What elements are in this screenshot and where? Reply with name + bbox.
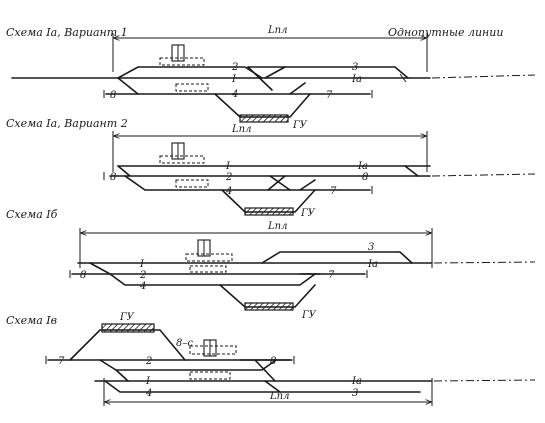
track-label-8c: 8–с (176, 338, 193, 349)
crossover-1 (254, 359, 276, 382)
hump-yard (244, 302, 294, 311)
track-1-link (115, 369, 129, 382)
track-label-8: 8 (110, 172, 116, 183)
single-track-continuation (431, 74, 536, 79)
platform-2 (189, 265, 227, 273)
track-label-4: 4 (231, 89, 238, 100)
scheme-1b: Схема Iб Lпл ГУ 3 I Iа 2 7 4 8 (6, 208, 536, 321)
hump-label: ГУ (300, 208, 316, 219)
track-2 (117, 66, 263, 79)
track-label-1a: Iа (367, 259, 378, 270)
single-track-lines-label: Однопутные линии (388, 26, 503, 39)
dimension-label: Lпл (269, 391, 289, 402)
track-label-1a: Iа (351, 74, 362, 85)
track-label-1a: Iа (357, 161, 368, 172)
crossover-2 (264, 380, 281, 393)
track-label-4: 4 (145, 388, 152, 399)
platform-1 (189, 345, 237, 355)
crossover-2 (267, 175, 286, 191)
platform-length-dimension: Lпл (103, 378, 433, 406)
platform-1 (159, 57, 205, 66)
crossover-2 (264, 66, 286, 79)
track-1-entry (117, 165, 131, 177)
track-label-8: 8 (110, 90, 116, 101)
hump-approach (69, 329, 186, 361)
platform-2 (175, 83, 209, 92)
platform-2 (189, 371, 231, 380)
track-label-4: 4 (139, 281, 146, 292)
track-label-2: 2 (139, 270, 146, 281)
dimension-label: Lпл (267, 221, 287, 232)
platform-length-dimension: Lпл (112, 124, 428, 172)
track-4 (104, 380, 421, 393)
track-label-7: 7 (326, 90, 333, 101)
platform-2 (175, 179, 209, 188)
track-label-1: I (139, 259, 145, 270)
track-label-8: 8 (270, 356, 276, 367)
platform-1 (159, 155, 205, 164)
scheme-caption: Схема Iв (6, 314, 57, 327)
track-label-7: 7 (328, 270, 335, 281)
single-track-continuation (431, 173, 536, 177)
track-label-2: 2 (225, 172, 232, 183)
hump-yard (101, 323, 155, 333)
signal-mark (399, 73, 407, 83)
track-label-8: 8 (80, 270, 86, 281)
track-label-3: 3 (352, 388, 358, 399)
crossover-1 (247, 66, 273, 91)
track-3 (247, 66, 409, 79)
track-label-1: I (231, 74, 237, 85)
track-label-7: 7 (330, 186, 337, 197)
hump-label: ГУ (292, 120, 308, 131)
hump-yard (244, 207, 294, 216)
track-label-1: I (225, 161, 231, 172)
track-1a-exit (404, 165, 419, 177)
track-label-1a: Iа (351, 376, 362, 387)
single-track-continuation (433, 261, 536, 264)
track-label-7: 7 (58, 356, 65, 367)
scheme-caption: Схема Iа, Вариант 2 (6, 117, 128, 130)
single-track-continuation (433, 379, 536, 382)
track-3 (261, 251, 413, 264)
scheme-1a-variant-1: Схема Iа, Вариант 1 Однопутные линии Lпл… (6, 25, 536, 131)
track-label-4: 4 (225, 186, 232, 197)
scheme-1a-variant-2: Схема Iа, Вариант 2 Lпл ГУ I Iа 2 8 4 7 (6, 117, 536, 219)
hump-label: ГУ (301, 310, 317, 321)
track-label-1: I (145, 376, 151, 387)
dimension-label: Lпл (231, 124, 251, 135)
crossover-1 (269, 175, 291, 191)
track-label-3: 3 (352, 62, 358, 73)
track-label-2: 2 (145, 356, 152, 367)
track-label-3: 3 (368, 242, 374, 253)
platform-length-dimension: Lпл (112, 25, 428, 72)
scheme-1v: Схема Iв ГУ Lпл 7 2 8–с 8 I Iа 4 (6, 312, 536, 406)
track-4 (109, 273, 316, 286)
hump-label: ГУ (119, 312, 135, 323)
platform-1 (185, 253, 233, 262)
track-2 (99, 359, 277, 371)
track-label-8b: 8 (362, 172, 368, 183)
platform-length-dimension: Lпл (79, 221, 433, 268)
dimension-label: Lпл (267, 25, 287, 36)
track-4 (117, 77, 306, 95)
track-label-2: 2 (231, 62, 238, 73)
scheme-caption: Схема Iб (6, 208, 58, 221)
hump-yard (239, 114, 289, 123)
scheme-caption: Схема Iа, Вариант 1 (6, 26, 128, 39)
hump-approach (214, 93, 311, 118)
